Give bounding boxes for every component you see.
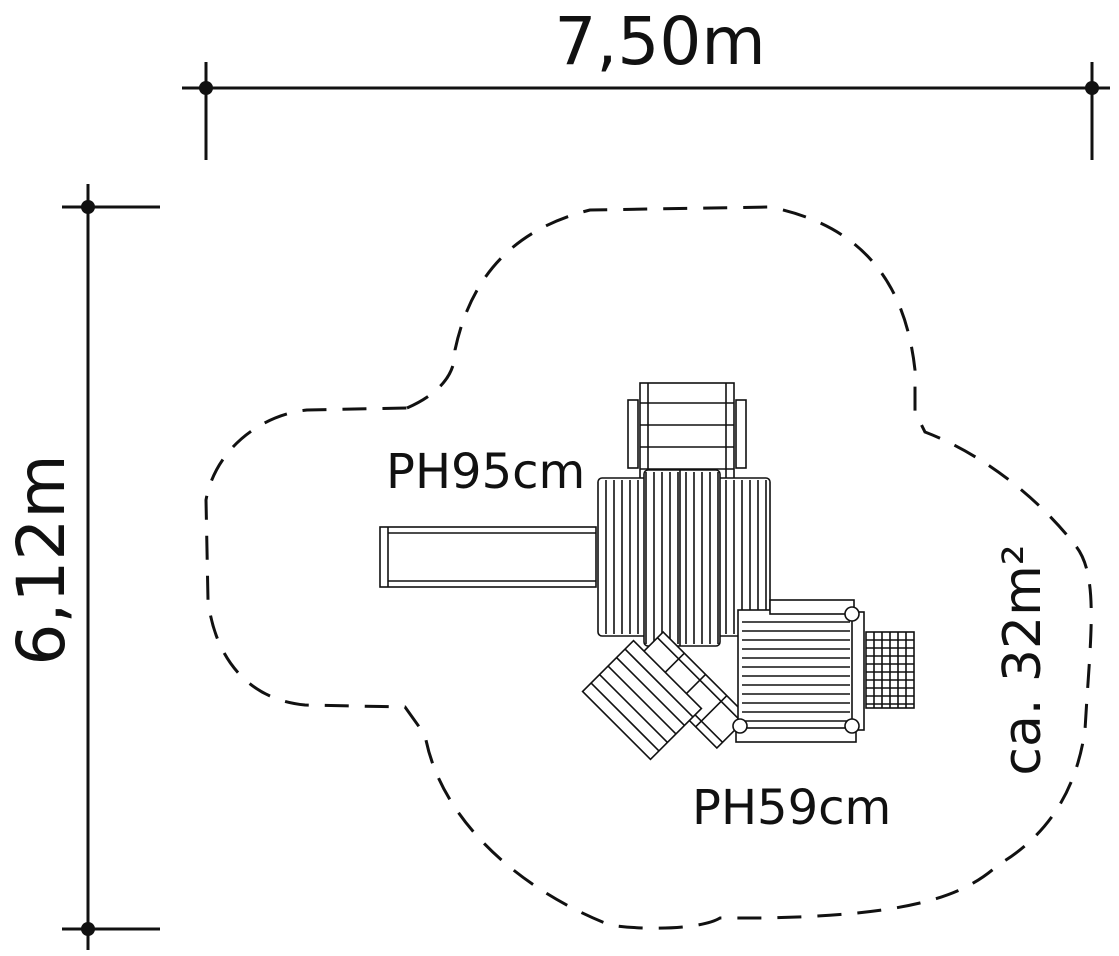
width-dimension: 7,50m: [182, 3, 1110, 160]
safety-area-outline: [204, 205, 1093, 930]
platform-low-label: PH59cm: [692, 780, 891, 836]
low-platform: [732, 599, 865, 743]
height-dimension: 6,12m: [3, 184, 160, 950]
slide: [379, 526, 597, 588]
top-steps: [627, 382, 747, 484]
area-label: ca. 32m²: [993, 544, 1053, 775]
main-platform: [597, 469, 771, 647]
height-label: 6,12m: [3, 454, 80, 665]
width-label: 7,50m: [554, 3, 765, 80]
lower-steps: [581, 639, 703, 761]
platform-high-label: PH95cm: [386, 444, 585, 500]
climbing-net: [865, 631, 915, 709]
